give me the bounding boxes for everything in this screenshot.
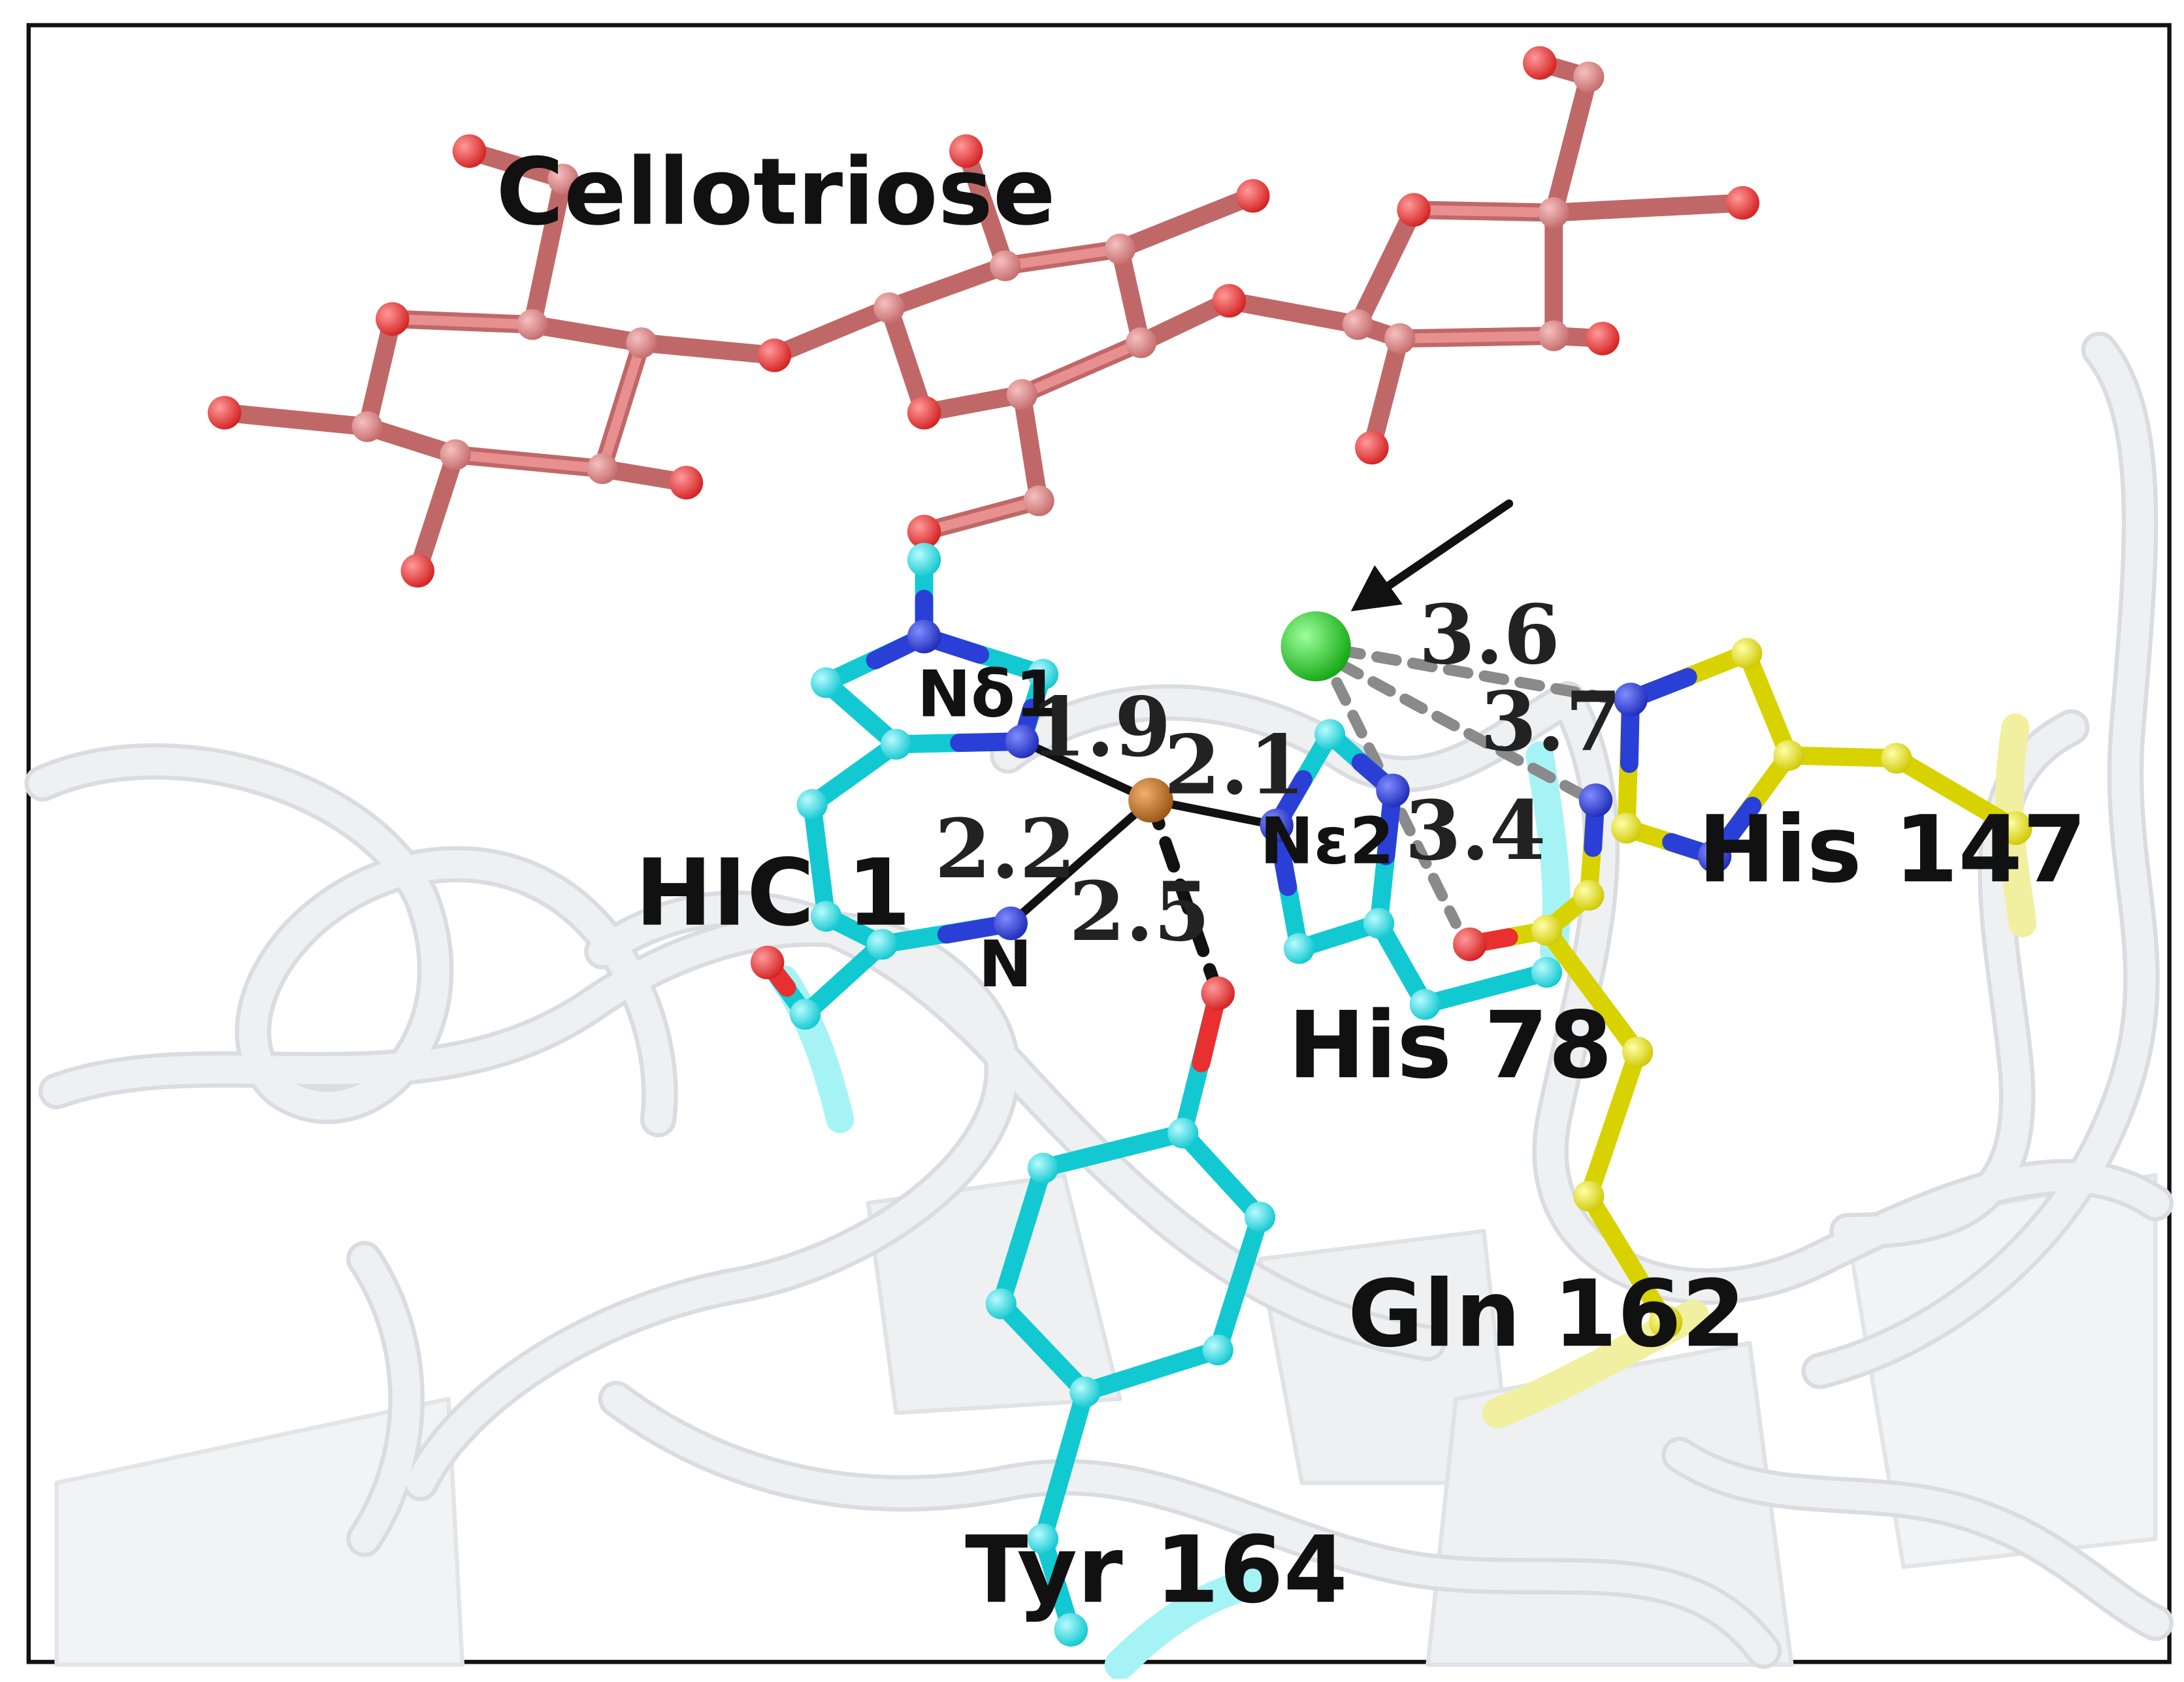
label-n: N: [978, 928, 1032, 1002]
label-his147: His 147: [1698, 796, 2087, 903]
chloride-ion: [1280, 611, 1351, 681]
distance-n-cu: 2.2: [935, 801, 1076, 897]
distance-ne2-cu: 2.1: [1164, 717, 1305, 813]
distance-cl-gln162: 3.7: [1480, 674, 1622, 769]
copper-ion: [1128, 777, 1173, 823]
distance-nd1-cu: 1.9: [1030, 680, 1171, 775]
label-ne2: Nε2: [1260, 804, 1394, 879]
distance-tyr-cu: 2.5: [1069, 864, 1210, 960]
arrow-indicator: [1350, 499, 1514, 611]
label-cellotriose: Cellotriose: [496, 139, 1055, 246]
label-gln162: Gln 162: [1348, 1261, 1746, 1368]
cellotriose-molecule: [207, 46, 1760, 588]
label-his78: His 78: [1288, 992, 1612, 1099]
cyan-residues: [750, 542, 1563, 1647]
protein-cartoon: [24, 331, 2174, 1681]
label-tyr164: Tyr 164: [965, 1517, 1348, 1624]
yellow-residues: [1453, 638, 2032, 1339]
distance-cl-his147: 3.6: [1419, 587, 1560, 683]
copper-coordination: [1006, 737, 1281, 1000]
label-hic1: HIC 1: [635, 840, 911, 947]
label-nd1: Nδ1: [917, 658, 1060, 732]
distance-cl-his78: 3.4: [1405, 783, 1546, 879]
